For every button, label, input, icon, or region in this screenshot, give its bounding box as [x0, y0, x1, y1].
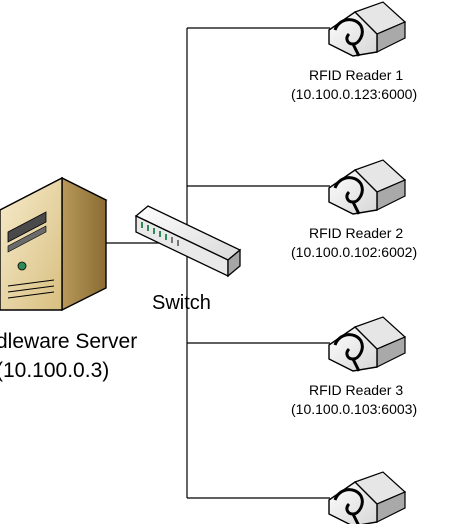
- server-name: dleware Server: [0, 330, 137, 353]
- rfid-reader-icon: [327, 158, 407, 216]
- server-address: (10.100.0.3): [0, 359, 109, 382]
- reader-name: RFID Reader 1: [309, 67, 403, 83]
- reader-address: (10.100.0.103:6003): [291, 401, 417, 417]
- rfid-reader-icon: [327, 315, 407, 373]
- reader-address: (10.100.0.123:6000): [291, 86, 417, 102]
- reader-address: (10.100.0.102:6002): [291, 244, 417, 260]
- reader-name: RFID Reader 2: [309, 225, 403, 241]
- switch-icon: [134, 205, 242, 278]
- rfid-reader-3: RFID Reader 3 (10.100.0.103:6003): [291, 315, 417, 417]
- rfid-reader-1: RFID Reader 1 (10.100.0.123:6000): [291, 0, 417, 102]
- rfid-reader-4: [327, 470, 407, 524]
- rfid-reader-icon: [327, 470, 407, 524]
- switch-label: Switch: [152, 292, 211, 314]
- server-icon: [0, 176, 108, 312]
- rfid-reader-icon: [327, 0, 407, 58]
- reader-name: RFID Reader 3: [309, 382, 403, 398]
- rfid-reader-2: RFID Reader 2 (10.100.0.102:6002): [291, 158, 417, 260]
